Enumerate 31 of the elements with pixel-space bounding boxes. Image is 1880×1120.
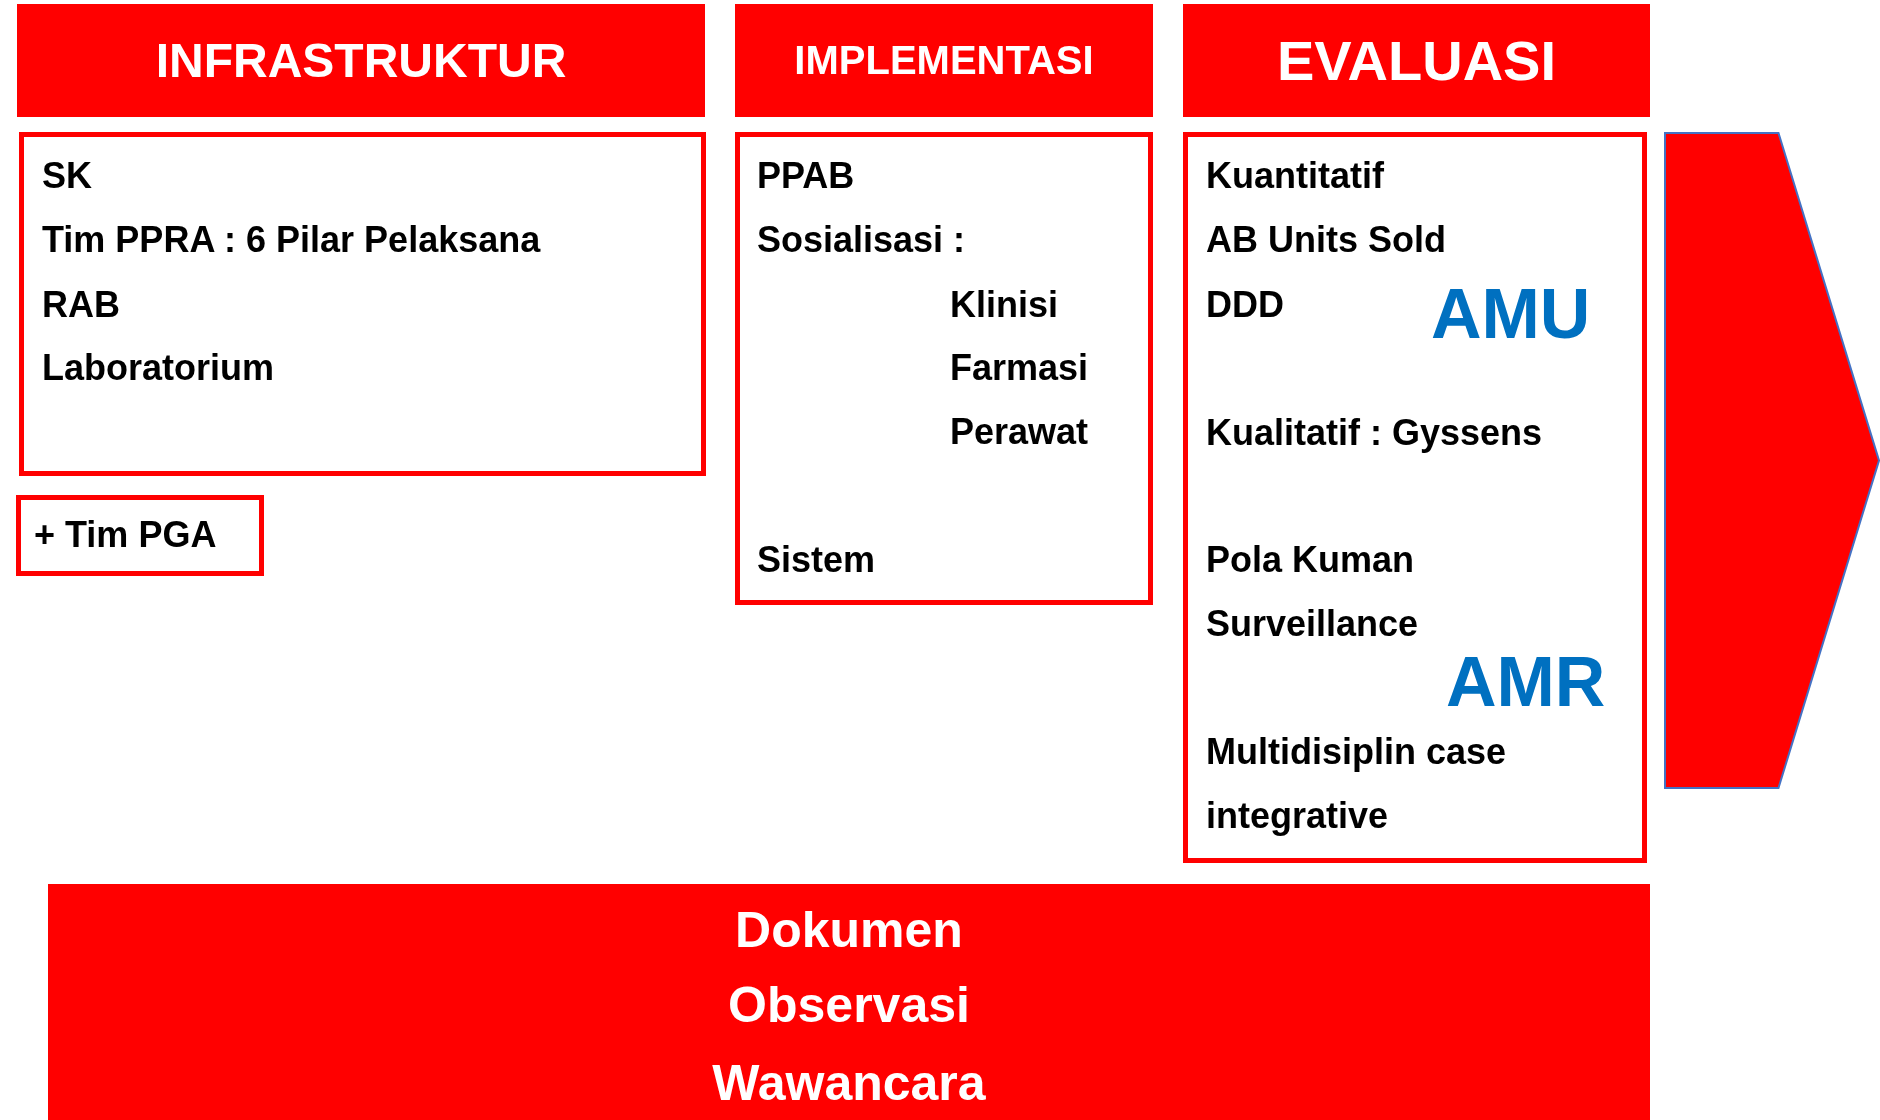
list-item: + Tim PGA bbox=[34, 513, 217, 557]
list-item: Sosialisasi : bbox=[757, 218, 966, 262]
list-item: Tim PPRA : 6 Pilar Pelaksana bbox=[42, 218, 541, 262]
acronym-label: AMU bbox=[1431, 274, 1591, 354]
list-item: Pola Kuman bbox=[1206, 538, 1415, 582]
content-box bbox=[16, 495, 264, 576]
list-item: Sistem bbox=[757, 538, 876, 582]
list-item: SK bbox=[42, 154, 92, 198]
list-item: RAB bbox=[42, 283, 120, 327]
header-bar: EVALUASI bbox=[1183, 4, 1650, 117]
list-item: Kuantitatif bbox=[1206, 154, 1384, 198]
banner-bar bbox=[48, 884, 1650, 1120]
list-item: Perawat bbox=[950, 410, 1089, 454]
list-item: Klinisi bbox=[950, 283, 1059, 327]
header-bar: INFRASTRUKTUR bbox=[17, 4, 705, 117]
content-box bbox=[1183, 132, 1647, 863]
list-item: AB Units Sold bbox=[1206, 218, 1446, 262]
list-item: DDD bbox=[1206, 283, 1284, 327]
list-item: Surveillance bbox=[1206, 602, 1419, 646]
list-item: PPAB bbox=[757, 154, 855, 198]
acronym-label: AMR bbox=[1446, 642, 1606, 722]
list-item: Kualitatif : Gyssens bbox=[1206, 411, 1543, 455]
list-item: Multidisiplin case integrative bbox=[1206, 730, 1508, 838]
banner-text: Dokumen bbox=[734, 901, 964, 960]
banner-text: Wawancara bbox=[711, 1054, 987, 1113]
content-box bbox=[19, 132, 706, 476]
banner-text: Observasi bbox=[727, 976, 971, 1035]
header-bar: IMPLEMENTASI bbox=[735, 4, 1153, 117]
content-box bbox=[735, 132, 1153, 605]
list-item: Farmasi bbox=[950, 346, 1089, 390]
list-item: Laboratorium bbox=[42, 346, 274, 390]
